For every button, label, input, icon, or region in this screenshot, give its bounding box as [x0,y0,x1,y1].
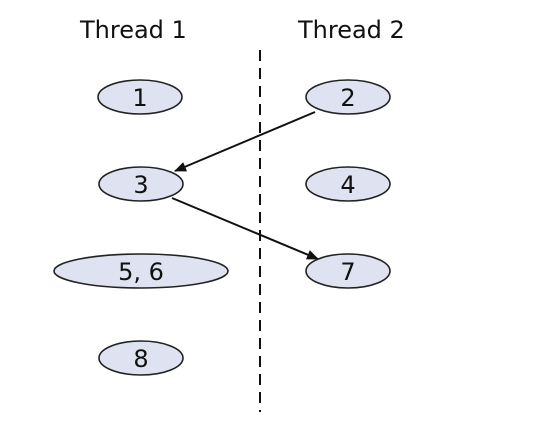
node-8-label: 8 [133,345,148,373]
edge-2-to-3 [174,111,316,172]
node-7-label: 7 [340,258,355,286]
node-5-6: 5, 6 [53,253,229,289]
node-8: 8 [98,340,184,376]
node-2-label: 2 [340,84,355,112]
node-7: 7 [305,253,391,289]
node-1-label: 1 [132,84,147,112]
node-4-label: 4 [340,171,355,199]
thread-1-title: Thread 1 [80,16,187,44]
node-2: 2 [305,79,391,115]
edge-3-to-7 [171,197,319,260]
node-4: 4 [305,166,391,202]
thread-2-title: Thread 2 [298,16,405,44]
node-1: 1 [97,79,183,115]
node-5-6-label: 5, 6 [118,258,164,286]
node-3: 3 [98,166,184,202]
node-3-label: 3 [133,171,148,199]
